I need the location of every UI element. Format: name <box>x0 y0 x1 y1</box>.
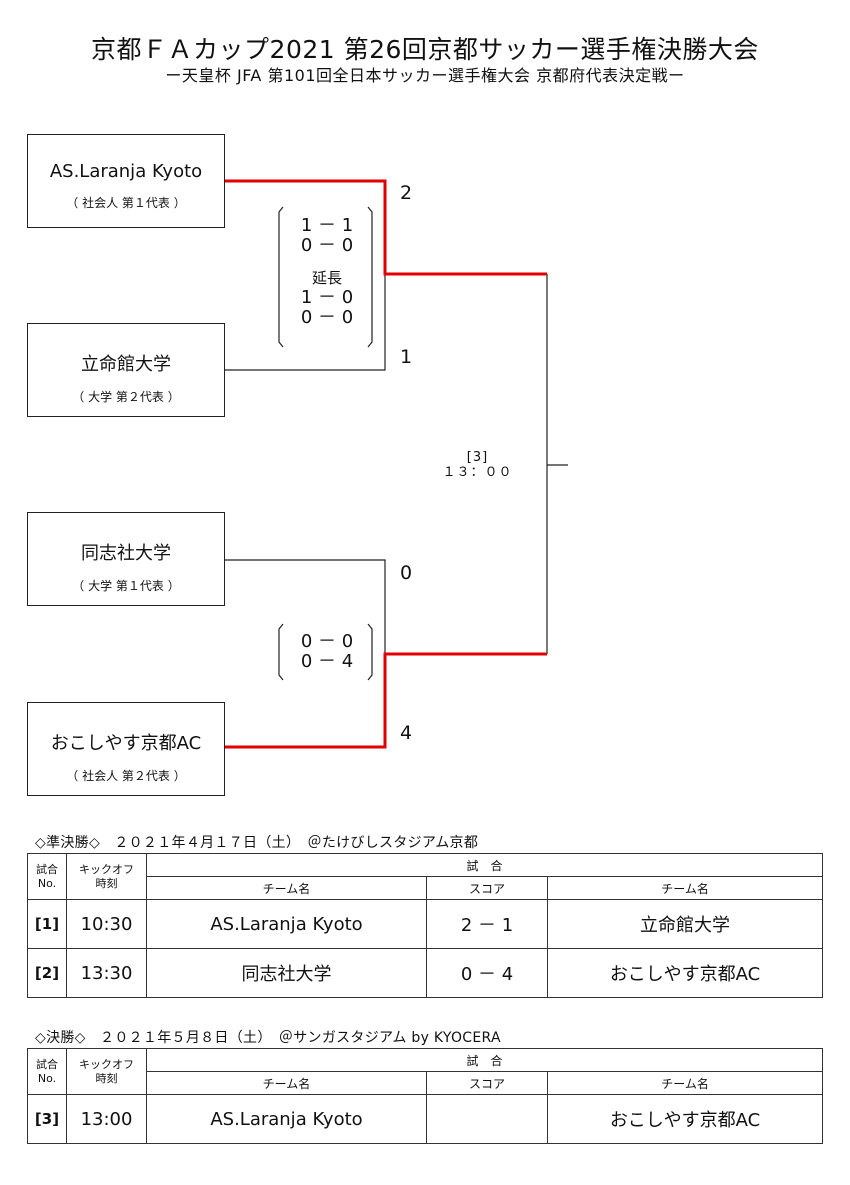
match-score: 2 － 1 <box>426 899 548 949</box>
kickoff-time: 10:30 <box>66 899 147 949</box>
paren-right-sf2 <box>367 623 373 681</box>
team-name: 立命館大学 <box>81 354 171 375</box>
semifinal1-score-detail: 1 － 1 0 － 0 延長 1 － 0 0 － 0 <box>282 216 372 328</box>
match-no: [1] <box>27 899 67 949</box>
score-team4: 4 <box>400 722 413 744</box>
team1-name: AS.Laranja Kyoto <box>146 899 427 949</box>
bracket-lines <box>225 179 568 749</box>
team-name: おこしやす京都AC <box>50 733 202 754</box>
team-box-doshisha: 同志社大学 （ 大学 第１代表 ） <box>27 512 225 606</box>
paren-left-sf1 <box>278 206 284 348</box>
team-qualifier: （ 大学 第１代表 ） <box>72 579 180 593</box>
header-kickoff: キックオフ時刻 <box>66 1048 147 1095</box>
bracket-line-laranja-win <box>225 179 547 276</box>
team-qualifier: （ 社会人 第２代表 ） <box>66 769 186 783</box>
kickoff-time: 13:00 <box>66 1094 147 1144</box>
match-score <box>426 1094 548 1144</box>
paren-right-sf1 <box>367 206 373 348</box>
match-no: [2] <box>27 948 67 998</box>
header-kickoff: キックオフ時刻 <box>66 853 147 900</box>
team2-name: おこしやす京都AC <box>546 948 824 998</box>
team1-name: AS.Laranja Kyoto <box>146 1094 427 1144</box>
page-title: 京都ＦＡカップ2021 第26回京都サッカー選手権決勝大会 <box>91 35 759 64</box>
score-team1: 2 <box>400 182 413 204</box>
team-qualifier: （ 大学 第２代表 ） <box>72 390 180 404</box>
extra-time-label: 延長 <box>311 269 342 287</box>
team1-name: 同志社大学 <box>146 948 427 998</box>
extra-second-score: 0 － 0 <box>300 307 354 328</box>
team-name: AS.Laranja Kyoto <box>49 161 203 182</box>
team2-name: 立命館大学 <box>546 899 824 949</box>
team2-name: おこしやす京都AC <box>546 1094 824 1144</box>
semifinal-heading: ◇準決勝◇ ２０２１年４月１７日（土） ＠たけびしスタジアム京都 <box>35 835 479 851</box>
header-score: スコア <box>426 876 548 900</box>
first-half-score: 0 － 0 <box>300 631 354 652</box>
team-box-ritsumeikan: 立命館大学 （ 大学 第２代表 ） <box>27 323 225 417</box>
team-box-okoshiyasu: おこしやす京都AC （ 社会人 第２代表 ） <box>27 702 225 796</box>
score-team2: 1 <box>400 346 413 368</box>
header-team2: チーム名 <box>546 1071 824 1095</box>
team-qualifier: （ 社会人 第１代表 ） <box>66 196 186 210</box>
final-match-info: [3] １３：００ <box>440 450 515 480</box>
score-team3: 0 <box>400 562 413 584</box>
second-half-score: 0 － 0 <box>300 235 354 256</box>
match-no: [3] <box>27 1094 67 1144</box>
table-row: [2] 13:30 同志社大学 0 － 4 おこしやす京都AC <box>27 948 824 998</box>
header-team2: チーム名 <box>546 876 824 900</box>
page-subtitle: ー天皇杯 JFA 第101回全日本サッカー選手権大会 京都府代表決定戦ー <box>165 66 685 85</box>
team-name: 同志社大学 <box>81 543 171 564</box>
final-heading: ◇決勝◇ ２０２１年５月８日（土） ＠サンガスタジアム by KYOCERA <box>35 1030 501 1046</box>
team-box-laranja: AS.Laranja Kyoto （ 社会人 第１代表 ） <box>27 134 225 228</box>
bracket-line-ritsumeikan <box>225 274 386 371</box>
header-match: 試 合 <box>145 1048 824 1072</box>
header-score: スコア <box>426 1071 548 1095</box>
second-half-score: 0 － 4 <box>300 651 354 672</box>
kickoff-time: 13:30 <box>66 948 147 998</box>
final-kickoff: １３：００ <box>442 465 513 480</box>
header-match: 試 合 <box>145 853 824 877</box>
first-half-score: 1 － 1 <box>300 215 354 236</box>
table-row: [1] 10:30 AS.Laranja Kyoto 2 － 1 立命館大学 <box>27 899 824 949</box>
header-team1: チーム名 <box>146 876 427 900</box>
header-team1: チーム名 <box>146 1071 427 1095</box>
extra-first-score: 1 － 0 <box>300 287 354 308</box>
bracket-line-okoshiyasu-win <box>225 652 547 749</box>
match-score: 0 － 4 <box>426 948 548 998</box>
table-row: [3] 13:00 AS.Laranja Kyoto おこしやす京都AC <box>27 1094 824 1144</box>
paren-left-sf2 <box>278 623 284 681</box>
semifinal2-score-detail: 0 － 0 0 － 4 <box>282 632 372 672</box>
final-match-no: [3] <box>466 450 489 465</box>
bracket-line-doshisha <box>225 559 386 654</box>
